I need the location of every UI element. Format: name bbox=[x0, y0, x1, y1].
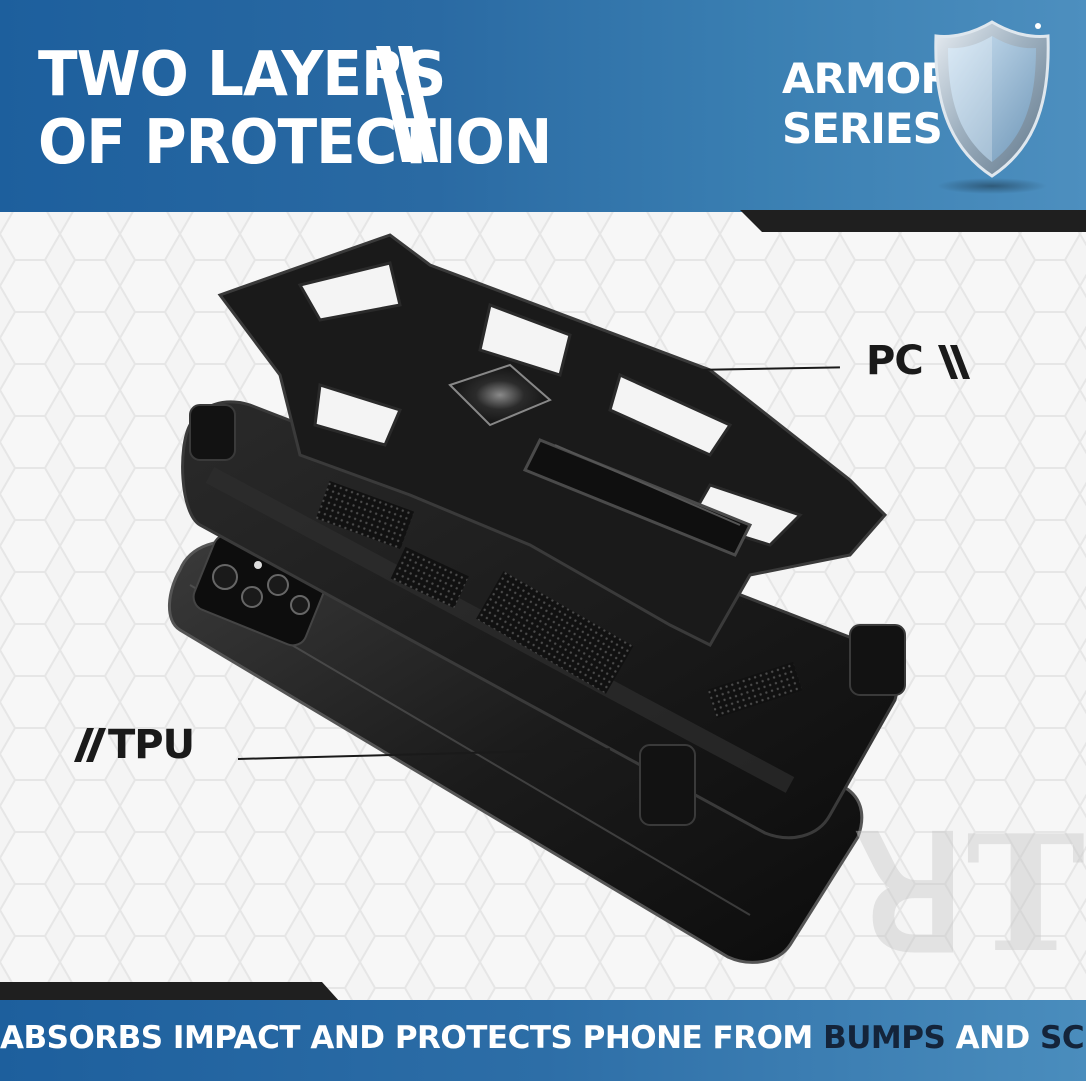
double-slash-icon bbox=[938, 345, 970, 379]
footer-banner bbox=[0, 1000, 1086, 1081]
tagline-and: AND bbox=[945, 1020, 1041, 1056]
tagline: ABSORBS IMPACT AND PROTECTS PHONE FROM B… bbox=[0, 1020, 1086, 1056]
headline-line-2: OF PROTECTION bbox=[38, 105, 552, 178]
shield-icon bbox=[934, 20, 1050, 194]
headline: TWO LAYERS OF PROTECTION bbox=[38, 37, 552, 178]
tpu-label: TPU bbox=[108, 722, 195, 768]
series-line-1: ARMOR bbox=[782, 54, 953, 103]
double-slash-icon bbox=[376, 46, 438, 162]
tpu-case bbox=[181, 377, 906, 840]
header-accent-bar bbox=[740, 210, 1086, 232]
phone-case-illustration bbox=[167, 233, 906, 964]
footer-accent-bar bbox=[0, 982, 340, 1002]
double-slash-icon bbox=[74, 728, 106, 762]
tagline-bumps: BUMPS bbox=[823, 1020, 946, 1056]
pc-label: PC bbox=[866, 338, 924, 384]
series-label: ARMOR SERIES bbox=[782, 54, 953, 154]
series-line-2: SERIES bbox=[782, 104, 943, 153]
header-banner bbox=[0, 0, 1086, 212]
pc-frame bbox=[217, 233, 888, 647]
headline-line-1: TWO LAYERS bbox=[38, 37, 446, 110]
tagline-scratches: SCRATCHES bbox=[1040, 1020, 1086, 1056]
watermark-logo: ꓤT bbox=[855, 800, 1086, 988]
tagline-part-1: ABSORBS IMPACT AND PROTECTS PHONE FROM bbox=[0, 1020, 824, 1056]
